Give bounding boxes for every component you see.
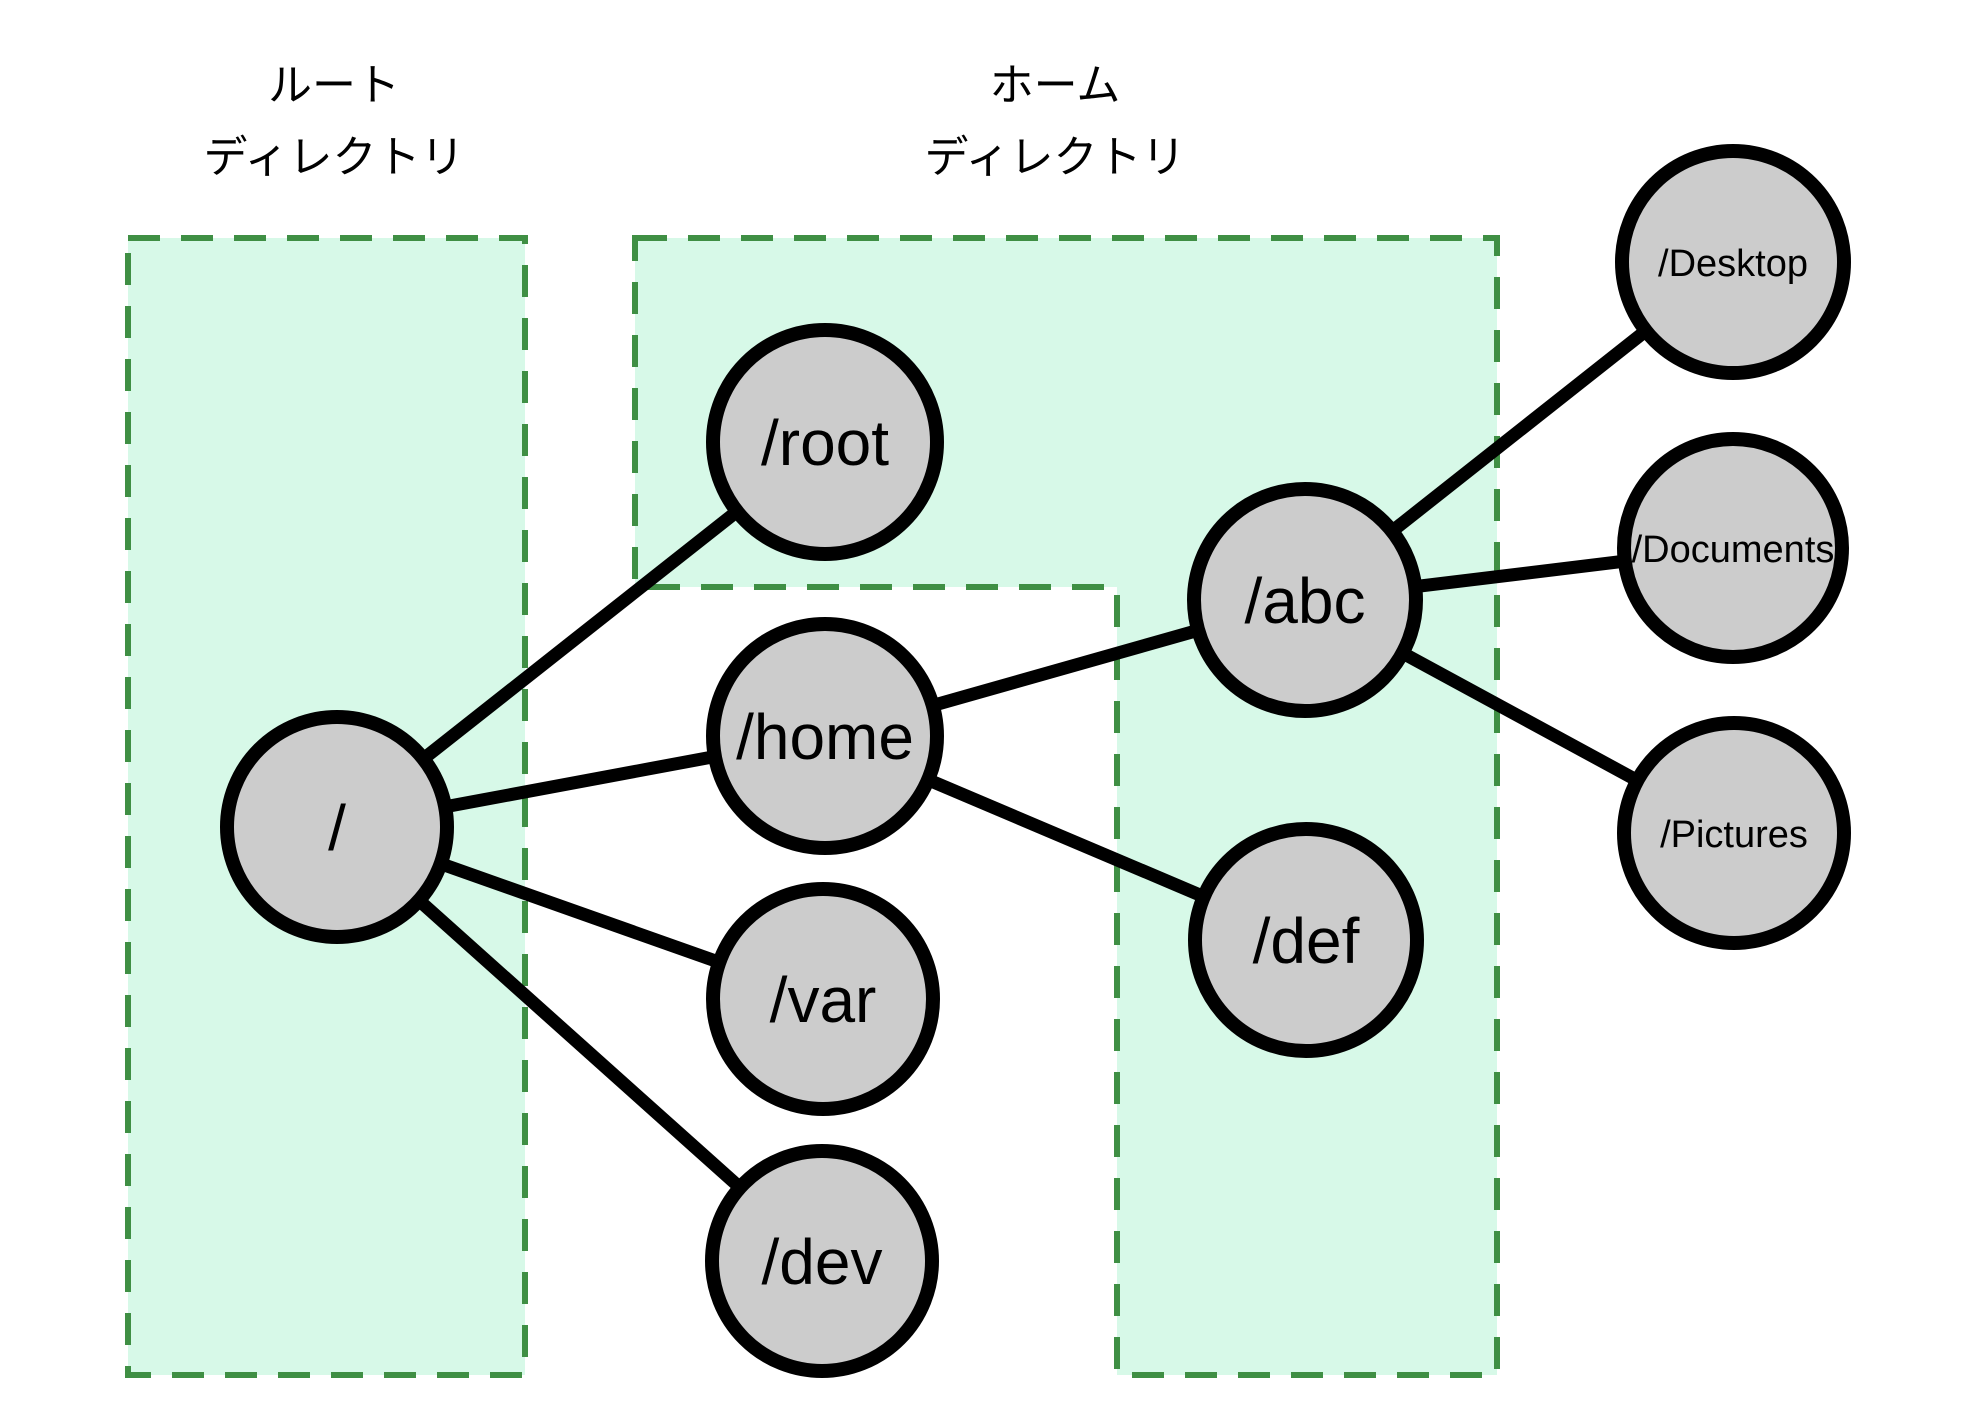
node-root-circle xyxy=(706,323,944,561)
node-abc-circle xyxy=(1187,482,1423,718)
node-root: /root xyxy=(706,323,944,561)
node-documents: /Documents xyxy=(1617,432,1849,664)
home-region-caption-line1: ホーム xyxy=(990,61,1121,110)
node-slash: / xyxy=(220,710,454,944)
node-home-label: /home xyxy=(736,701,914,773)
node-home-circle xyxy=(706,617,944,855)
node-home: /home xyxy=(706,617,944,855)
node-dev-label: /dev xyxy=(762,1226,883,1298)
node-def-label: /def xyxy=(1253,905,1360,977)
root-region-caption: ルート ディレクトリ xyxy=(204,61,465,182)
root-region-caption-line2: ディレクトリ xyxy=(204,133,465,182)
root-region-caption-line1: ルート xyxy=(268,61,400,110)
node-slash-label: / xyxy=(328,792,346,864)
node-def: /def xyxy=(1188,822,1424,1058)
node-pictures: /Pictures xyxy=(1617,716,1851,950)
node-desktop-label: /Desktop xyxy=(1658,243,1808,285)
node-dev: /dev xyxy=(705,1144,939,1378)
home-region-caption-line2: ディレクトリ xyxy=(925,133,1186,182)
node-def-circle xyxy=(1188,822,1424,1058)
node-pictures-label: /Pictures xyxy=(1660,814,1808,856)
node-pictures-circle xyxy=(1617,716,1851,950)
node-desktop-circle xyxy=(1615,144,1851,380)
node-var-circle xyxy=(706,882,940,1116)
node-root-label: /root xyxy=(761,407,889,479)
home-region-caption: ホーム ディレクトリ xyxy=(925,61,1186,182)
node-var-label: /var xyxy=(770,964,877,1036)
node-abc: /abc xyxy=(1187,482,1423,718)
node-documents-label: /Documents xyxy=(1632,529,1835,571)
node-abc-label: /abc xyxy=(1245,565,1366,637)
node-slash-circle xyxy=(220,710,454,944)
node-desktop: /Desktop xyxy=(1615,144,1851,380)
node-dev-circle xyxy=(705,1144,939,1378)
node-var: /var xyxy=(706,882,940,1116)
node-documents-circle xyxy=(1617,432,1849,664)
